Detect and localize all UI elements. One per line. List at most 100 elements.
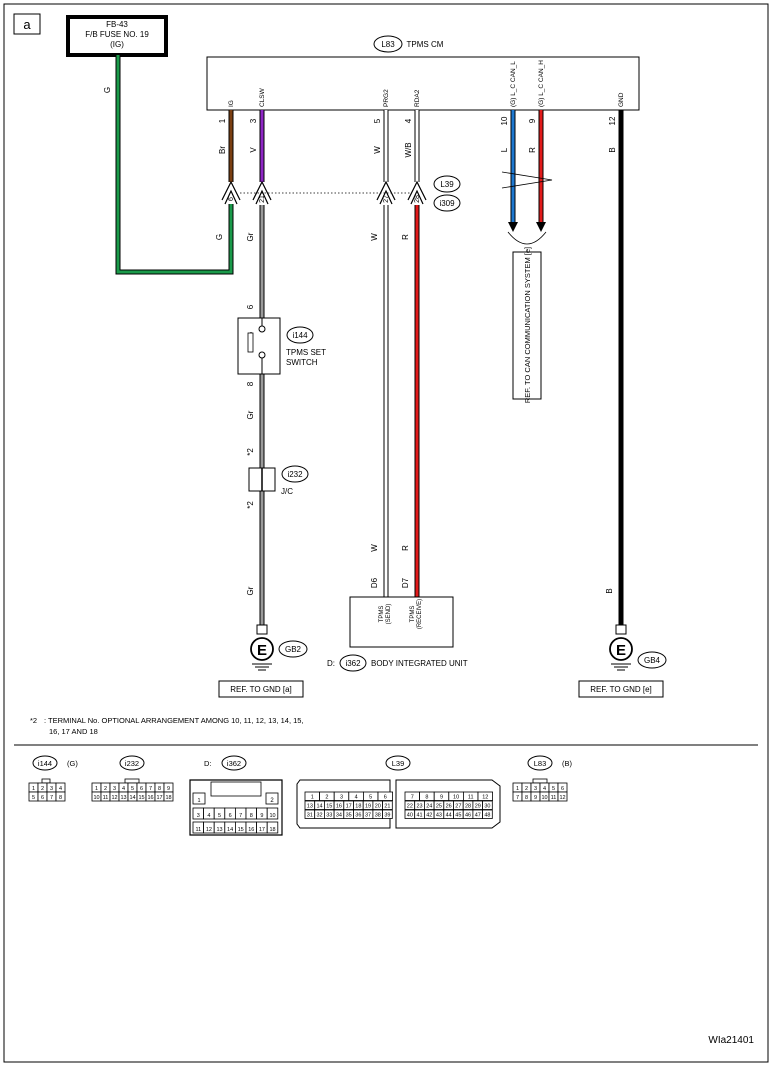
body-connector-oval	[339, 654, 367, 672]
ecu-wire-color-label: W	[373, 146, 382, 154]
note-line1: : TERMINAL No. OPTIONAL ARRANGEMENT AMON…	[44, 716, 304, 725]
connector-pin-number: 2	[270, 798, 274, 804]
connector-pin-number: 16	[248, 827, 254, 833]
connector-pin-number: 43	[436, 813, 442, 819]
note-mark: *2	[30, 716, 37, 725]
junction-pin21: 21	[259, 195, 266, 203]
tpms-set-switch	[237, 317, 281, 375]
fuse-line3: (IG)	[110, 40, 124, 49]
ecu-wire-color-label: W/B	[404, 142, 413, 157]
connector-pin-number: 48	[484, 813, 490, 819]
connector-pin-number: 11	[468, 795, 474, 801]
connector-pin-number: 10	[93, 795, 99, 801]
connector-pin-number: 5	[218, 813, 221, 819]
junction-pin27: 27	[383, 195, 390, 203]
connector-pin-number: 42	[426, 813, 432, 819]
ecu-pin-number: 12	[608, 116, 617, 125]
body-sub2b: (RECEIVE)	[417, 599, 423, 629]
connector-pin-number: 17	[346, 804, 352, 810]
connector-pin-number: 33	[326, 813, 332, 819]
connector-cavity	[266, 807, 279, 820]
lower-wires	[259, 205, 420, 625]
connector-pin-number: 12	[206, 827, 212, 833]
connector-pin-number: 18	[355, 804, 361, 810]
connector-chevron-outer	[221, 180, 241, 201]
connector-pin-number: 11	[551, 795, 557, 801]
connector-pin-number: 11	[195, 827, 201, 833]
fuse-line1: FB-43	[106, 20, 128, 29]
connector-pin-number: 3	[50, 786, 53, 792]
can-ref-box	[512, 251, 542, 400]
connector-pin-number: 13	[307, 804, 313, 810]
connector-pin-number: 3	[340, 795, 343, 801]
fuse-line2: F/B FUSE NO. 19	[85, 30, 149, 39]
connector-chevron-inner	[379, 189, 393, 205]
connector-pin-number: 18	[269, 827, 275, 833]
connector-pin-number: 12	[111, 795, 117, 801]
connector-pin-number: 9	[167, 786, 170, 792]
ecu-pin-number: 9	[528, 118, 537, 123]
connector-pin-number: 5	[552, 786, 555, 792]
connector-pin-number: 36	[355, 813, 361, 819]
connector-pin-number: 47	[475, 813, 481, 819]
fuse-wire-label: G	[103, 87, 112, 93]
ecu-pin-name: (G) L_C CAN_L	[510, 61, 517, 107]
connector-pin-number: 20	[375, 804, 381, 810]
connector-pin-number: 15	[138, 795, 144, 801]
connector-pin-number: 13	[120, 795, 126, 801]
connector-pin-number: 6	[229, 813, 232, 819]
connector-cavity	[482, 800, 493, 810]
connector-pin-number: 14	[129, 795, 135, 801]
body-name: BODY INTEGRATED UNIT	[371, 659, 468, 668]
ecu-pin-name: (G) L_C CAN_H	[538, 60, 545, 107]
connector-pin-number: 3	[534, 786, 537, 792]
can-l-arrow	[508, 222, 518, 232]
connector-pin-number: 4	[543, 786, 546, 792]
ground-left-code: GB2	[285, 645, 302, 654]
lower-gr-label-2: Gr	[246, 410, 255, 419]
lower-r-label-2: R	[401, 545, 410, 551]
lower-g-label: G	[215, 234, 224, 240]
fuse-box	[66, 15, 168, 57]
twisted-pair-mark	[501, 171, 553, 189]
connector-pin-number: 17	[259, 827, 265, 833]
ecu-pin-name: PRG2	[383, 89, 390, 107]
ground-right-circle	[609, 637, 633, 661]
connector-pin-number: 1	[95, 786, 98, 792]
connector-view-label: i144	[38, 759, 52, 768]
body-sub2: TPMS	[410, 606, 416, 623]
switch-connector: i144	[292, 331, 308, 340]
connector-pin-number: 10	[453, 795, 459, 801]
page-border	[3, 3, 769, 1063]
connector-pin-number: 1	[311, 795, 314, 801]
connector-pin-number: 32	[316, 813, 322, 819]
i144-suffix: (G)	[67, 759, 78, 768]
connector-pin-number: 2	[325, 795, 328, 801]
connector-cavity	[482, 809, 493, 819]
connector-pin-number: 9	[440, 795, 443, 801]
connector-view-label: L83	[534, 759, 547, 768]
lower-gr-label-1: Gr	[246, 232, 255, 241]
ecu-wire-color-label: R	[528, 147, 537, 153]
switch-line2: SWITCH	[286, 358, 318, 367]
ground-left-ref: REF. TO GND [a]	[230, 685, 292, 694]
connector-pin-number: 2	[104, 786, 107, 792]
connector-pin-number: 46	[465, 813, 471, 819]
ecu-pin-number: 1	[218, 118, 227, 123]
ecu-pin-number: 4	[404, 118, 413, 123]
connector-cavity	[382, 800, 393, 810]
junction-conn1: L39	[440, 180, 454, 189]
connector-cavity	[557, 791, 568, 802]
connector-pin-number: 38	[375, 813, 381, 819]
body-pin-d6: D6	[370, 577, 379, 588]
connector-pin-number: 13	[216, 827, 222, 833]
body-prefix: D:	[327, 659, 335, 668]
connector-pin-number: 35	[346, 813, 352, 819]
body-sub1b: (SEND)	[386, 604, 392, 625]
connector-pin-number: 23	[416, 804, 422, 810]
connector-pin-number: 27	[455, 804, 461, 810]
can-ref-text: REF. TO CAN COMMUNICATION SYSTEM [e]	[523, 247, 532, 403]
connector-pin-number: 6	[41, 795, 44, 801]
connector-cavity	[55, 791, 66, 802]
